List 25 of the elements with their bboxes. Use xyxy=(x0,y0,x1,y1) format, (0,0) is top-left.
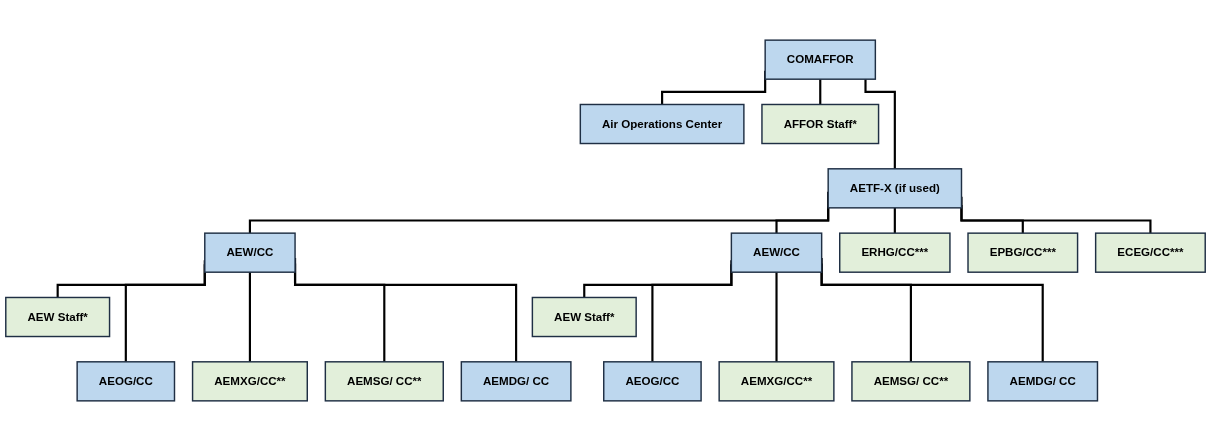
node-box: AEMXG/CC** xyxy=(191,361,308,402)
node-box: AEMXG/CC** xyxy=(718,361,835,402)
node-box: AEMSG/ CC** xyxy=(851,361,971,402)
connector xyxy=(248,272,251,363)
node-box: AEMDG/ CC xyxy=(460,361,572,402)
node-box: AEW Staff* xyxy=(5,296,111,338)
node-box: Air Operations Center xyxy=(579,103,745,145)
node-box: ERHG/CC*** xyxy=(839,232,951,273)
connector xyxy=(775,272,778,363)
node-box: AEW/CC xyxy=(730,232,823,273)
connector xyxy=(775,206,830,235)
node-box: AFFOR Staff* xyxy=(761,103,880,145)
node-box: EPBG/CC*** xyxy=(967,232,1079,273)
node-box: AEOG/CC xyxy=(76,361,176,402)
node-box: AEW/CC xyxy=(204,232,296,273)
node-box: ECEG/CC*** xyxy=(1094,232,1206,273)
connector xyxy=(819,79,822,106)
node-box: AEMSG/ CC** xyxy=(324,361,444,402)
node-box: AEW Staff* xyxy=(531,296,637,338)
node-box: AEMDG/ CC xyxy=(987,361,1099,402)
node-box: AEOG/CC xyxy=(603,361,702,402)
node-box: COMAFFOR xyxy=(764,39,877,80)
node-box: AETF-X (if used) xyxy=(827,168,963,209)
connector xyxy=(893,207,896,235)
connector xyxy=(864,79,896,170)
